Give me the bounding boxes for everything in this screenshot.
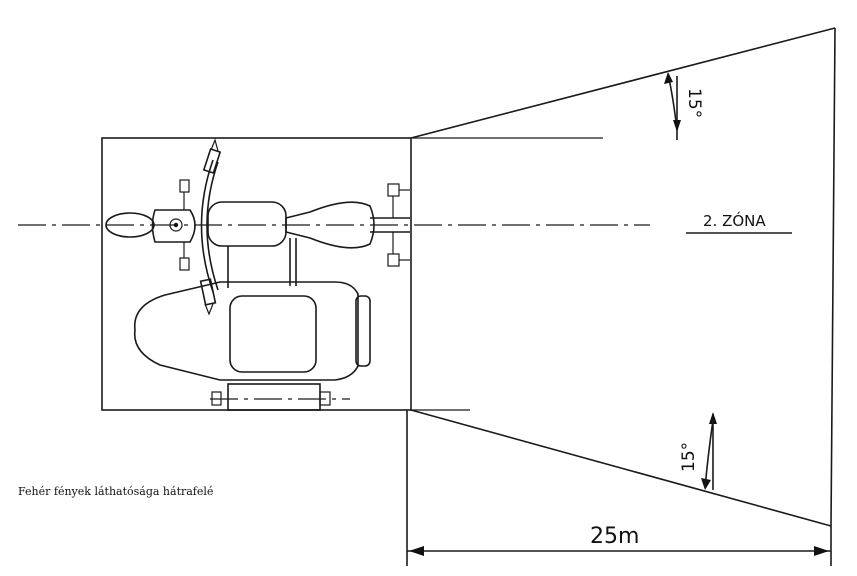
zone-label-group: 2. ZÓNA: [686, 211, 792, 234]
motorcycle: [105, 138, 410, 316]
right-grip: [199, 278, 217, 306]
distance-dimension: 25m: [406, 410, 832, 566]
visibility-zone: [410, 27, 836, 527]
seat: [285, 201, 375, 249]
front-wheel: [105, 212, 155, 238]
caption: Fehér fények láthatósága hátrafelé: [18, 485, 214, 498]
top-angle-marker: 15°: [664, 72, 704, 140]
sidecar-rear-panel: [355, 295, 371, 367]
sidecar-body: [133, 281, 359, 381]
bottom-angle-marker: 15°: [679, 412, 717, 490]
zone-label: 2. ZÓNA: [703, 211, 766, 230]
top-angle-label: 15°: [684, 88, 704, 118]
vehicle-outline-box: [101, 137, 412, 411]
sidecar-wheel: [227, 383, 321, 411]
sidecar: [133, 281, 371, 411]
front-indicators: [179, 179, 190, 271]
handlebar: [200, 159, 214, 293]
distance-label: 25m: [590, 524, 639, 549]
bottom-angle-label: 15°: [679, 442, 699, 472]
left-grip: [202, 147, 222, 175]
headlamp: [151, 209, 196, 243]
fuel-tank: [207, 201, 287, 247]
rear-indicators: [387, 183, 410, 267]
sidecar-seat: [229, 295, 317, 373]
